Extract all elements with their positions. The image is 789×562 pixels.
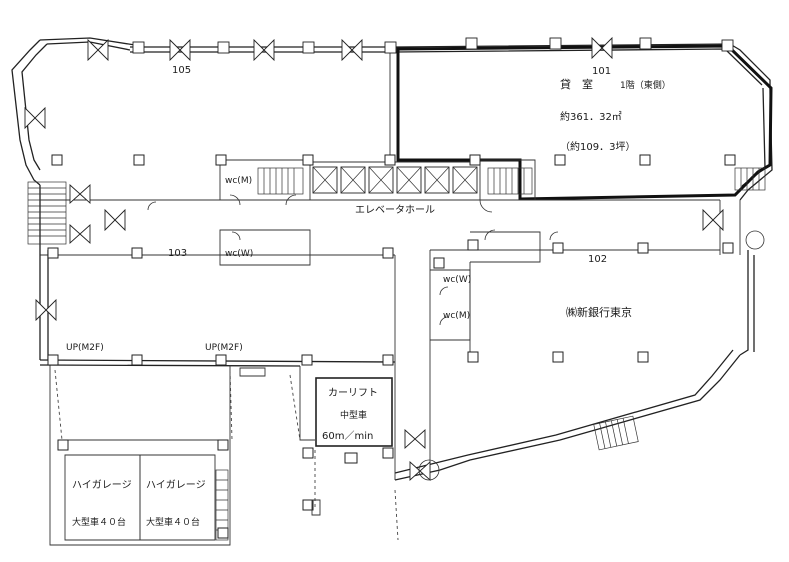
window-symbols <box>24 36 734 482</box>
up-label-west: UP(M2F) <box>66 343 104 353</box>
garage-title-left: ハイガレージ <box>72 479 132 491</box>
drain-symbol <box>311 499 321 516</box>
room-label-105: 105 <box>172 65 191 76</box>
room-label-101: 101 <box>592 66 611 77</box>
wc-label-women-north: wc(W) <box>225 249 253 259</box>
up-label-center: UP(M2F) <box>205 343 243 353</box>
tenant-label: ㈱新銀行東京 <box>566 305 632 319</box>
wc-label-men-north: wc(M) <box>225 176 252 186</box>
door-swings <box>147 194 765 481</box>
rental-area-sqm: 約361．32㎡ <box>560 110 622 123</box>
car-lift-title: カーリフト <box>328 387 378 399</box>
rental-space-outline <box>396 44 773 201</box>
garage-title-right: ハイガレージ <box>146 479 206 491</box>
car-lift-size: 中型車 <box>340 409 367 421</box>
elevator-hall-label: エレベータホール <box>355 204 435 216</box>
car-lift-speed: 60m／min <box>322 430 373 442</box>
structural-columns <box>47 154 736 539</box>
rental-floor-side: 1階（東側） <box>620 79 671 91</box>
interior-walls <box>40 52 741 546</box>
stairs <box>27 167 766 541</box>
garage-capacity-right: 大型車４０台 <box>146 516 200 528</box>
car-lift-box <box>315 377 393 447</box>
wc-label-women-east: wc(W) <box>443 275 471 285</box>
wc-label-men-east: wc(M) <box>443 311 470 321</box>
room-label-103: 103 <box>168 248 187 259</box>
rental-label: 貸 室 <box>560 77 593 91</box>
elevator-row <box>312 166 478 194</box>
garage-capacity-left: 大型車４０台 <box>72 516 126 528</box>
room-label-102: 102 <box>588 254 607 265</box>
rental-area-tsubo: （約109．3坪） <box>560 140 635 153</box>
